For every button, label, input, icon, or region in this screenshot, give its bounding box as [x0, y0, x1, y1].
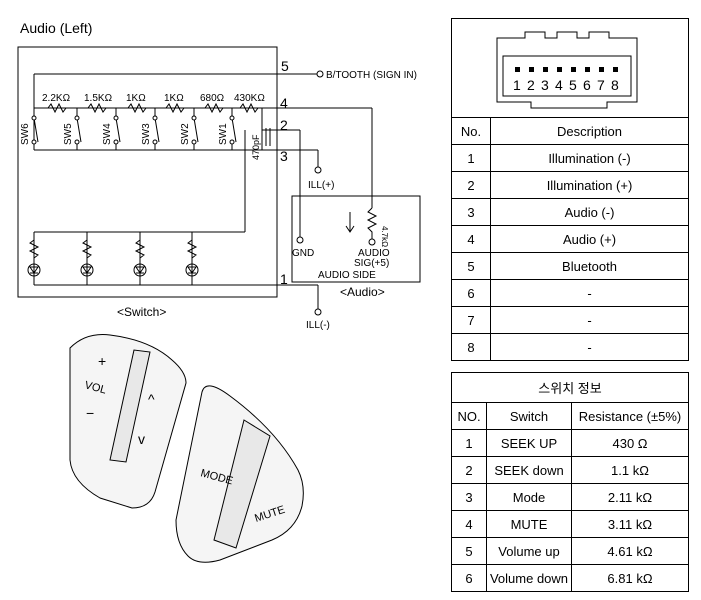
- vol-plus-label: +: [98, 353, 106, 369]
- ill-plus-label: ILL(+): [308, 180, 334, 191]
- connector-pin-number: 1: [513, 77, 521, 93]
- table-cell: 2.11 kΩ: [571, 483, 689, 511]
- table-header: Resistance (±5%): [571, 402, 689, 430]
- switch-label: SW1: [218, 123, 229, 145]
- pin-label-3: 3: [280, 148, 288, 164]
- resistor-label: 430KΩ: [234, 93, 265, 104]
- table-cell: 6.81 kΩ: [571, 564, 689, 592]
- audio-caption: <Audio>: [340, 285, 385, 299]
- resistor-label: 1KΩ: [126, 93, 146, 104]
- switch-label: SW5: [63, 123, 74, 145]
- switch-label: SW6: [20, 123, 31, 145]
- switch-label: SW2: [180, 123, 191, 145]
- pin-label-2: 2: [280, 117, 288, 133]
- switch-label: SW4: [102, 123, 113, 145]
- seek-down-label: v: [138, 431, 145, 447]
- pin-label-5: 5: [281, 58, 289, 74]
- table-cell: 4: [451, 225, 491, 253]
- switch-caption: <Switch>: [117, 305, 166, 319]
- connector-pin-number: 2: [527, 77, 535, 93]
- table-cell: Audio (+): [490, 225, 689, 253]
- connector-drawing: 1 2 3 4 5 6 7 8: [451, 18, 689, 118]
- connector-pin-number: 7: [597, 77, 605, 93]
- table-cell: -: [490, 279, 689, 307]
- connector-pin-number: 6: [583, 77, 591, 93]
- table-header: Description: [490, 117, 689, 145]
- table-cell: 2: [451, 456, 487, 484]
- vol-label: VOL: [83, 379, 107, 396]
- table-cell: Mode: [486, 483, 572, 511]
- table-cell: 1: [451, 144, 491, 172]
- table-cell: -: [490, 306, 689, 334]
- table-cell: 4.61 kΩ: [571, 537, 689, 565]
- table-cell: 3: [451, 198, 491, 226]
- table-cell: 1.1 kΩ: [571, 456, 689, 484]
- table-cell: -: [490, 333, 689, 361]
- table-cell: 8: [451, 333, 491, 361]
- switch-label: SW3: [141, 123, 152, 145]
- page-title: Audio (Left): [20, 20, 93, 36]
- table-cell: 3: [451, 483, 487, 511]
- schematic-diagram: 5 4 2 3 1 B/TOOTH (SIGN IN) 2.2KΩ 1.5KΩ …: [17, 46, 421, 563]
- audio-sig-label: SIG(+5): [354, 258, 389, 269]
- table-cell: 3.11 kΩ: [571, 510, 689, 538]
- audio-side-label: AUDIO SIDE: [318, 270, 376, 281]
- table-cell: 430 Ω: [571, 429, 689, 457]
- table-header: NO.: [451, 402, 487, 430]
- table-cell: 6: [451, 279, 491, 307]
- table-cell: 5: [451, 537, 487, 565]
- resistor-label: 2.2KΩ: [42, 93, 71, 104]
- table-cell: 4: [451, 510, 487, 538]
- connector-pin-number: 3: [541, 77, 549, 93]
- table-cell: Audio (-): [490, 198, 689, 226]
- table-cell: 5: [451, 252, 491, 280]
- table-cell: 1: [451, 429, 487, 457]
- capacitor-label: 470pF: [251, 134, 261, 160]
- steering-switch-photo: [69, 334, 304, 563]
- ill-minus-label: ILL(-): [306, 320, 330, 331]
- audio-sig-label: AUDIO: [358, 248, 390, 259]
- table-cell: Illumination (+): [490, 171, 689, 199]
- table-cell: 7: [451, 306, 491, 334]
- pin-label-1: 1: [280, 271, 288, 287]
- gnd-label: GND: [292, 248, 314, 259]
- seek-up-label: ^: [148, 391, 155, 407]
- resistor-label: 1KΩ: [164, 93, 184, 104]
- table-cell: Illumination (-): [490, 144, 689, 172]
- audio-resistor-label: 4.7kΩ: [380, 226, 389, 247]
- connector-pin-number: 5: [569, 77, 577, 93]
- pin-label-4: 4: [280, 95, 288, 111]
- vol-minus-label: −: [86, 405, 94, 421]
- resistor-label: 680Ω: [200, 93, 225, 104]
- switch-box: [17, 46, 278, 298]
- connector-pin-number: 4: [555, 77, 563, 93]
- table-title: 스위치 정보: [451, 372, 689, 403]
- table-cell: SEEK down: [486, 456, 572, 484]
- audio-box: [291, 195, 421, 283]
- table-cell: Volume up: [486, 537, 572, 565]
- table-header: Switch: [486, 402, 572, 430]
- resistor-label: 1.5KΩ: [84, 93, 113, 104]
- connector-pin-number: 8: [611, 77, 619, 93]
- table-header: No.: [451, 117, 491, 145]
- table-cell: Bluetooth: [490, 252, 689, 280]
- btooth-label: B/TOOTH (SIGN IN): [326, 70, 417, 81]
- table-cell: 2: [451, 171, 491, 199]
- table-cell: 6: [451, 564, 487, 592]
- table-cell: SEEK UP: [486, 429, 572, 457]
- table-cell: Volume down: [486, 564, 572, 592]
- table-cell: MUTE: [486, 510, 572, 538]
